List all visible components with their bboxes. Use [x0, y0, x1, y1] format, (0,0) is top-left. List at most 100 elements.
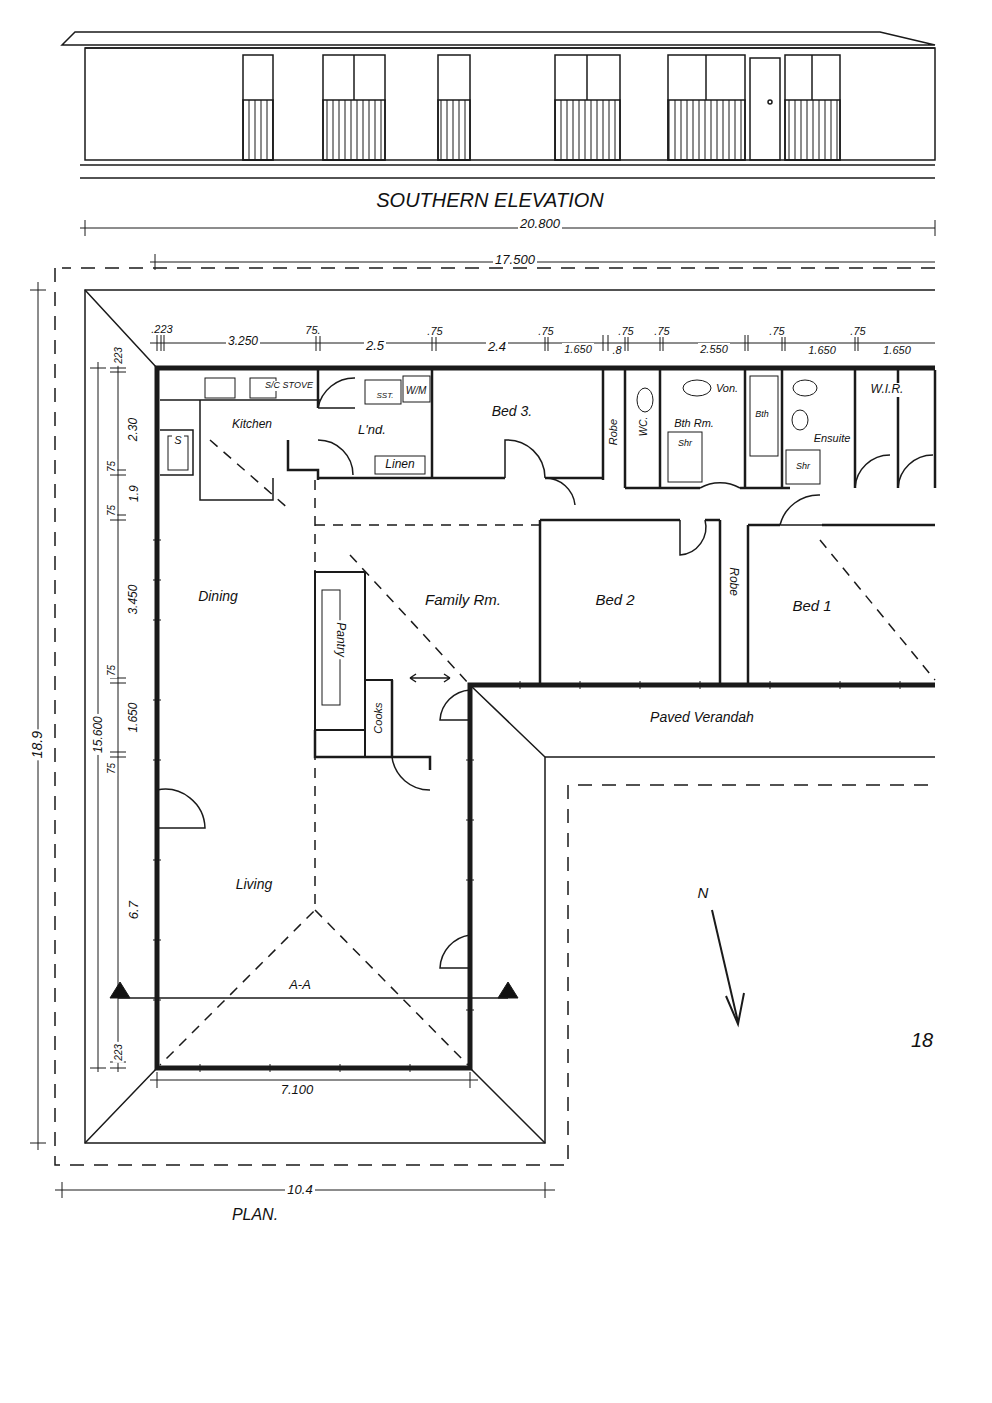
fixture-label: SST.	[374, 392, 395, 401]
dimension: 75	[107, 502, 118, 517]
room-name: Kitchen	[230, 418, 274, 431]
dimension: 17.500	[493, 253, 537, 267]
sliding-arrow	[410, 674, 450, 682]
eave-dashed	[55, 268, 935, 1165]
door-swing	[157, 789, 205, 828]
basin	[683, 380, 711, 396]
dimension: 15.600	[91, 715, 104, 756]
window	[555, 55, 620, 160]
dimension-line	[55, 1182, 555, 1198]
mullion	[705, 55, 707, 100]
dimension: .75	[425, 325, 444, 337]
room-name: Bed 2	[593, 592, 636, 609]
internal-wall	[288, 370, 935, 685]
dimension: 2.30	[127, 416, 140, 443]
window	[243, 55, 273, 160]
dimension: 75	[107, 458, 118, 473]
window	[323, 55, 385, 160]
elevation	[62, 32, 935, 178]
dimension: 20.800	[518, 217, 562, 231]
dimension: 2.5	[364, 339, 386, 353]
dimension: 10.4	[285, 1183, 314, 1197]
dimension: .75	[652, 325, 671, 337]
mullion	[586, 55, 588, 100]
view-title: SOUTHERN ELEVATION	[374, 189, 605, 211]
cooks-box	[365, 680, 392, 757]
room-name: Bth Rm.	[672, 417, 716, 429]
dimension: 6.7	[127, 899, 141, 921]
basin	[793, 380, 817, 396]
dimension: 1.650	[562, 343, 594, 355]
door-swing	[680, 520, 706, 555]
dimension: 18.9	[30, 729, 45, 760]
shower	[786, 450, 820, 484]
door-knob	[768, 100, 772, 104]
window-mark	[153, 540, 900, 1072]
dimension: 1.650	[806, 344, 838, 356]
dimension: 1.650	[127, 701, 140, 735]
north-shaft	[712, 910, 738, 1022]
dimension: .75	[848, 325, 867, 337]
section-marker	[498, 982, 518, 998]
window	[438, 55, 470, 160]
section-marker	[110, 982, 130, 998]
kitchen-bench	[160, 400, 320, 500]
door-swing	[855, 455, 890, 488]
pantry-box	[315, 572, 365, 730]
room-name: Robe	[607, 417, 619, 447]
room-name: W.I.R.	[869, 383, 906, 396]
section-cut	[118, 997, 508, 999]
dimension: .8	[610, 344, 623, 356]
window	[785, 55, 840, 160]
dimension: .75	[767, 325, 786, 337]
room-name: Cooks	[372, 700, 384, 735]
room-name: Ensuite	[812, 432, 853, 444]
dimension: 2.4	[486, 340, 508, 354]
window-slats	[785, 100, 840, 160]
doors	[157, 378, 933, 968]
fixture-label: Shr	[794, 462, 812, 472]
room-name: Linen	[383, 458, 416, 471]
toilet	[792, 410, 808, 430]
roof-outline-plan	[55, 268, 935, 1165]
room-name: Family Rm.	[423, 592, 503, 609]
door-swing	[392, 757, 430, 790]
room-name: Robe	[726, 566, 739, 599]
north-head	[726, 993, 744, 1024]
fixture-label: Von.	[714, 382, 740, 394]
ground-line	[80, 177, 935, 179]
sink	[205, 378, 235, 398]
fixture-label: S	[172, 434, 183, 446]
internal-wall	[315, 680, 430, 770]
door-swing	[505, 440, 545, 478]
room-name: Paved Verandah	[648, 710, 756, 725]
bathtub	[750, 376, 778, 456]
dimension: .75	[616, 325, 635, 337]
door-swing	[780, 495, 822, 525]
room-name: L'nd.	[356, 423, 388, 437]
room-name: Bed 3.	[490, 404, 534, 419]
walls	[157, 368, 935, 1068]
door-swing	[318, 440, 353, 475]
dimension: 2.550	[698, 343, 730, 355]
door-swing	[440, 690, 470, 720]
dimension: 223	[113, 1042, 124, 1063]
dimension: 1.650	[881, 344, 913, 356]
dimension-line	[90, 362, 106, 1072]
mullion	[353, 55, 355, 100]
dimension: 1.9	[127, 484, 140, 505]
shower	[668, 432, 702, 482]
window-slats	[243, 100, 273, 160]
ridge-dashed	[160, 440, 935, 1065]
window	[668, 55, 745, 160]
door-swing	[318, 378, 355, 408]
dimension: 7.100	[279, 1083, 316, 1097]
north-arrow	[712, 910, 744, 1024]
dimension-line	[80, 220, 935, 236]
view-title: PLAN.	[230, 1206, 280, 1224]
dimension: 75.	[303, 324, 322, 336]
dimension: 3.450	[127, 583, 140, 617]
wall-face	[85, 48, 935, 160]
